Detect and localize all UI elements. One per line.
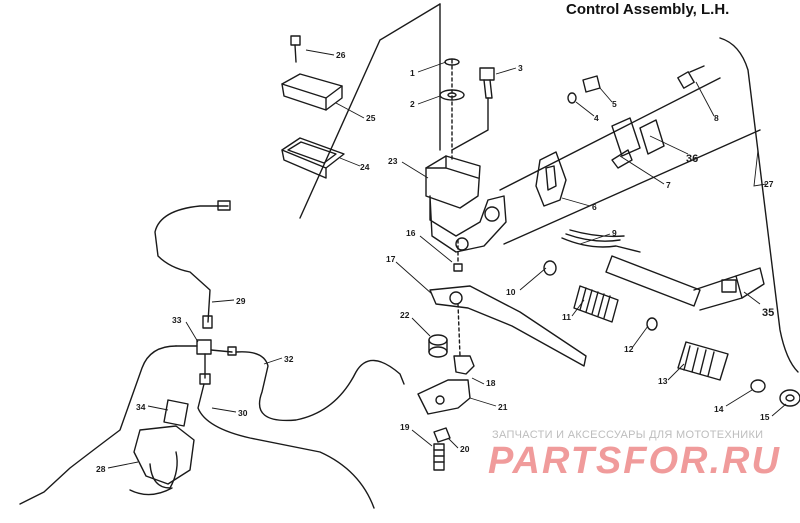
plate-36 xyxy=(639,119,665,155)
callout-27: 27 xyxy=(764,179,774,189)
nut-20 xyxy=(433,427,451,443)
fitting-29a xyxy=(217,200,231,211)
diagram-title: Control Assembly, L.H. xyxy=(566,1,730,18)
reservoir-cover-25 xyxy=(281,73,343,111)
bolt-3 xyxy=(451,67,495,151)
callout-23: 23 xyxy=(388,156,398,166)
throttle-housing-35 xyxy=(605,255,765,311)
ring-14 xyxy=(750,379,766,393)
nut-5 xyxy=(582,75,601,93)
callout-26: 26 xyxy=(336,50,346,60)
callout-8: 8 xyxy=(714,113,719,123)
callout-20: 20 xyxy=(460,444,470,454)
callout-2: 2 xyxy=(410,99,415,109)
callout-13: 13 xyxy=(658,376,668,386)
callout-29: 29 xyxy=(236,296,246,306)
callout-14: 14 xyxy=(714,404,724,414)
watermark-logo: PARTSFOR.RU xyxy=(488,440,781,482)
callout-33: 33 xyxy=(172,315,182,325)
gasket-24 xyxy=(281,137,345,179)
brake-line-32 xyxy=(235,351,405,422)
callout-10: 10 xyxy=(506,287,516,297)
callout-35: 35 xyxy=(762,307,774,319)
screw-26 xyxy=(290,35,301,63)
axis-line-lower xyxy=(503,129,761,245)
callout-11: 11 xyxy=(562,312,571,322)
callout-1: 1 xyxy=(410,68,415,78)
assembly-bracket-left xyxy=(299,3,441,219)
brace-27 xyxy=(719,37,799,373)
callout-6: 6 xyxy=(592,202,597,212)
washer-12 xyxy=(646,317,658,331)
screw-8 xyxy=(677,65,705,89)
callout-18: 18 xyxy=(486,378,496,388)
callout-4: 4 xyxy=(594,113,599,123)
callout-34: 34 xyxy=(136,402,146,412)
washer-4 xyxy=(567,92,577,104)
callout-12: 12 xyxy=(624,344,634,354)
callout-19: 19 xyxy=(400,422,410,432)
brake-line-30 xyxy=(197,383,375,509)
callout-28: 28 xyxy=(96,464,106,474)
callout-36: 36 xyxy=(686,153,698,165)
tee-fitting-33 xyxy=(196,339,212,355)
callout-7: 7 xyxy=(666,180,671,190)
throttle-grip-13 xyxy=(677,341,729,381)
callout-17: 17 xyxy=(386,254,396,264)
brake-line-31 xyxy=(19,345,177,505)
pin-16 xyxy=(453,263,463,272)
callout-25: 25 xyxy=(366,113,376,123)
grip-11 xyxy=(573,285,619,323)
screw-19 xyxy=(433,443,445,471)
callout-9: 9 xyxy=(612,228,617,238)
watermark-tagline: ЗАПЧАСТИ И АКСЕССУАРЫ ДЛЯ МОТОТЕХНИКИ xyxy=(492,429,764,441)
caliper-28 xyxy=(129,425,195,496)
callout-3: 3 xyxy=(518,63,523,73)
callout-30: 30 xyxy=(238,408,248,418)
callout-15: 15 xyxy=(760,412,770,422)
cap-15 xyxy=(779,389,800,407)
switch-7 xyxy=(611,117,641,169)
bushing-22 xyxy=(428,334,448,358)
callout-5: 5 xyxy=(612,99,617,109)
callout-16: 16 xyxy=(406,228,416,238)
bracket-6 xyxy=(535,151,567,207)
washer-10 xyxy=(543,260,557,276)
nut-18 xyxy=(453,355,475,375)
lever-17 xyxy=(429,285,587,367)
callout-22: 22 xyxy=(400,310,410,320)
callout-32: 32 xyxy=(284,354,294,364)
axis-line-upper xyxy=(499,77,721,191)
callout-24: 24 xyxy=(360,162,370,172)
wire-harness-9 xyxy=(561,229,641,253)
fitting-29b xyxy=(202,315,213,329)
bracket-21 xyxy=(417,379,471,415)
tag-34 xyxy=(163,399,189,427)
callout-21: 21 xyxy=(498,402,508,412)
master-cylinder-23 xyxy=(425,155,507,253)
brake-line-29 xyxy=(154,205,229,323)
